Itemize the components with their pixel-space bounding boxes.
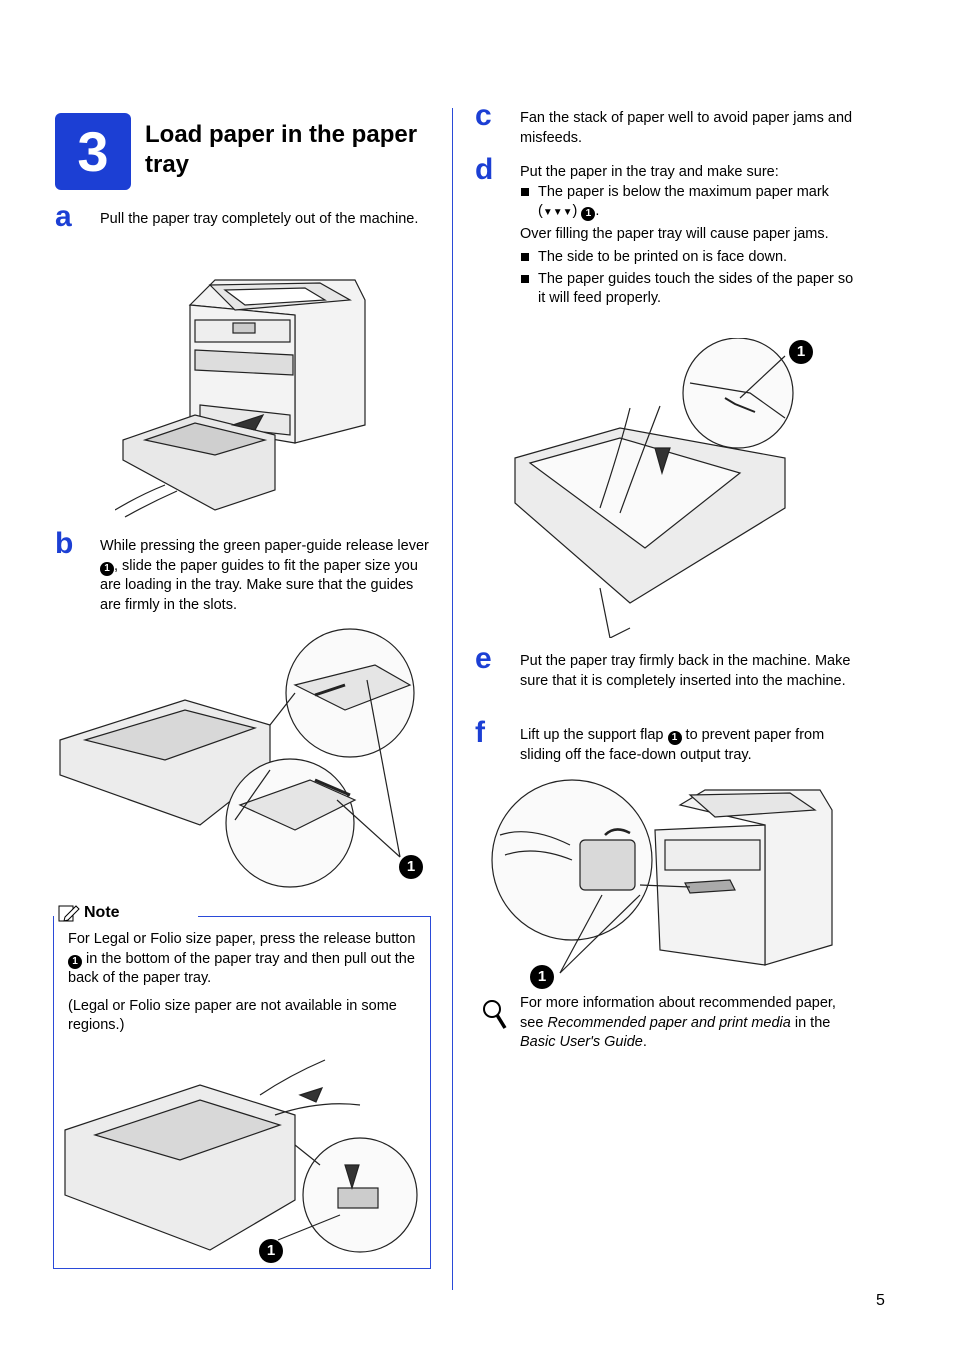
- step-d-bullet-1-sub: Over filling the paper tray will cause p…: [520, 225, 829, 242]
- step-d-intro: Put the paper in the tray and make sure:: [520, 164, 779, 180]
- step-letter-d: d: [475, 153, 494, 186]
- step-d-bullet-1-close: ): [572, 203, 582, 219]
- callout-1-badge: 1: [399, 855, 423, 879]
- tip-link-recommended-paper[interactable]: Recommended paper and print media: [547, 1014, 791, 1031]
- tip-middle: in the: [790, 1014, 831, 1031]
- note-para-2: (Legal or Folio size paper are not avail…: [68, 997, 397, 1034]
- callout-1-badge: 1: [789, 340, 813, 364]
- step-b-text-before: While pressing the green paper-guide rel…: [100, 538, 429, 554]
- tip-after: .: [642, 1034, 647, 1050]
- callout-1-badge: 1: [530, 965, 554, 989]
- step-letter-c: c: [475, 99, 492, 132]
- figure-paper-in-tray: [510, 338, 800, 638]
- note-para-1-before: For Legal or Folio size paper, press the…: [68, 931, 416, 947]
- tip-link-basic-guide[interactable]: Basic User's Guide: [520, 1034, 643, 1050]
- step-letter-f: f: [475, 716, 485, 749]
- step-number-badge: 3: [55, 113, 131, 190]
- callout-1-badge: 1: [68, 954, 82, 969]
- section-title: Load paper in the paper tray: [145, 121, 418, 178]
- figure-pull-tray: [115, 255, 375, 520]
- note-heading: Note: [58, 903, 120, 923]
- step-f-text: Lift up the support flap 1 to prevent pa…: [520, 726, 855, 765]
- max-paper-mark: ▼▼▼: [542, 207, 573, 218]
- tip-text: For more information about recommended p…: [520, 994, 850, 1053]
- step-c-text: Fan the stack of paper well to avoid pap…: [520, 110, 853, 146]
- step-e-text: Put the paper tray firmly back in the ma…: [520, 653, 851, 689]
- callout-1-badge: 1: [100, 561, 114, 576]
- step-d-bullet-1: The paper is below the maximum paper mar…: [520, 183, 855, 223]
- step-d-bullets-more: The side to be printed on is face down. …: [520, 248, 855, 309]
- note-para-1-after: in the bottom of the paper tray and then…: [68, 950, 415, 987]
- step-letter-a: a: [55, 200, 72, 233]
- step-d-bullet-1-end: .: [595, 203, 600, 219]
- step-f-text-before: Lift up the support flap: [520, 727, 668, 743]
- tip-before: For more information about recommended p…: [520, 995, 836, 1031]
- step-d-bullet-3: The paper guides touch the sides of the …: [520, 270, 855, 309]
- step-d-bullets: The paper is below the maximum paper mar…: [520, 183, 855, 223]
- page-number: 5: [876, 1292, 885, 1309]
- step-letter-b: b: [55, 527, 74, 560]
- step-b-text: While pressing the green paper-guide rel…: [100, 537, 430, 615]
- step-b-text-after: , slide the paper guides to fit the pape…: [100, 557, 418, 613]
- callout-1-badge: 1: [259, 1239, 283, 1263]
- step-d-bullet-1-before: The paper is below the maximum paper mar…: [538, 183, 829, 220]
- step-a-text: Pull the paper tray completely out of th…: [100, 211, 419, 227]
- step-d-text: Put the paper in the tray and make sure:…: [520, 163, 855, 311]
- figure-support-flap: [490, 775, 840, 985]
- column-divider: [452, 108, 453, 1290]
- figure-legal-release: [60, 1040, 425, 1265]
- note-box-top-border: [198, 916, 430, 917]
- note-heading-label: Note: [84, 904, 120, 921]
- callout-1-badge: 1: [667, 731, 682, 745]
- figure-paper-guides: [55, 625, 430, 890]
- callout-1-badge: 1: [581, 207, 596, 221]
- step-f-text-after: to prevent paper from sliding off the fa…: [520, 727, 825, 763]
- note-box: [53, 916, 431, 1269]
- magnifier-icon: [481, 998, 507, 1035]
- step-letter-e: e: [475, 642, 492, 675]
- note-text: For Legal or Folio size paper, press the…: [68, 930, 418, 1040]
- note-pencil-icon: [58, 905, 80, 922]
- step-d-bullet-2: The side to be printed on is face down.: [520, 248, 855, 268]
- note-para-1: For Legal or Folio size paper, press the…: [68, 930, 418, 989]
